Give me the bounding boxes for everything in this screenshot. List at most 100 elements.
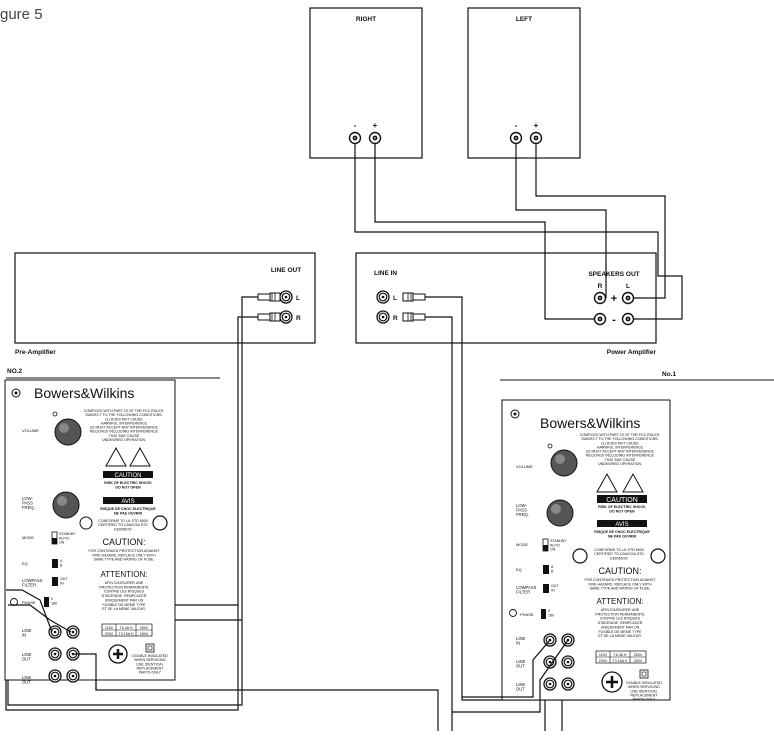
sub2-avis-title: AVIS: [121, 499, 134, 505]
sub2-etl-logo-icon-2: [152, 515, 168, 531]
speaker-right: RIGHT - +: [309, 7, 423, 159]
cable-overlays: [6, 589, 569, 713]
speakers-out-r-label: R: [598, 283, 603, 290]
sub2-eq-switch[interactable]: [52, 559, 58, 568]
sub1-link-out-r-jack[interactable]: [561, 677, 575, 691]
sub2-phase-label: PHASE: [22, 600, 36, 605]
sub2-double-insulated-icon: [145, 643, 155, 653]
sub2-caution2-title: CAUTION:: [102, 537, 145, 547]
speakers-out-l-plus-terminal: [621, 291, 635, 305]
sub1-volume-knob[interactable]: [550, 449, 578, 477]
preamp-line-out-label: LINE OUT: [271, 267, 301, 274]
sub1-volume-label: VOLUME: [516, 464, 533, 469]
speaker-right-minus-terminal: [348, 131, 362, 145]
sub1-fuse-holder[interactable]: [601, 671, 623, 693]
wire-right-minus: [354, 144, 683, 320]
sub2-volume-knob[interactable]: [54, 418, 82, 446]
poweramp-in-r-plug: [402, 312, 426, 322]
sub2-brand: Bowers&Wilkins: [34, 385, 134, 401]
sub1-avis-box: [597, 520, 647, 527]
poweramp-in-r-jack: [376, 310, 390, 324]
sub1-caution-box: [597, 495, 647, 503]
preamp-out-r-jack: [279, 310, 293, 324]
sub2-link-out-l-jack[interactable]: [48, 669, 62, 683]
figure-label: gure 5: [0, 6, 43, 23]
sub2-etl-logo-icon: [79, 516, 93, 530]
sub1-phase-switch[interactable]: [541, 609, 546, 619]
sub2-fuse-r2c2: T3.15A H: [119, 632, 134, 636]
sub1-mode-label: MODE: [516, 542, 528, 547]
speakers-out-plus-label: +: [611, 293, 617, 305]
speaker-right-label: RIGHT: [356, 16, 376, 23]
sub1-caution2-title: CAUTION:: [598, 566, 641, 576]
sub2-lowpass-knob[interactable]: [52, 491, 80, 519]
preamp-out-r-plug: [257, 312, 281, 322]
sub2-warning-icons: [105, 446, 151, 467]
sub2-line-in-r-jack[interactable]: [66, 625, 80, 639]
sub1-fuse-r1c2: T6.3A H: [614, 653, 627, 657]
speakers-out-l-minus-terminal: [621, 312, 635, 326]
speaker-right-minus-label: -: [354, 121, 357, 130]
wire-right-plus: [374, 144, 594, 320]
sub2-caution-title: CAUTION: [115, 473, 142, 479]
sub1-fuse-r2c3: 250V: [634, 659, 643, 663]
sub2-link-out-r-jack[interactable]: [66, 669, 80, 683]
sub2-fuse-holder[interactable]: [108, 644, 128, 664]
sub2-phase-switch[interactable]: [44, 597, 49, 607]
preamp-ch-r-label: R: [296, 315, 301, 322]
sub1-screw-icon: [510, 409, 520, 419]
sub1-caution-title: CAUTION: [606, 497, 638, 504]
sub1-filter-switch[interactable]: [543, 584, 549, 593]
sub1-link-out-l-jack[interactable]: [543, 677, 557, 691]
preamp-out-l-plug: [257, 292, 281, 302]
sub2-mode-label: MODE: [22, 535, 34, 540]
sub2-fcc-text: COMPLIES WITH PART 15 OF THE FCC RULES.S…: [84, 409, 164, 442]
sub1-double-insulated-icon: [639, 669, 649, 679]
sub2-attention-title: ATTENTION:: [101, 570, 148, 579]
sub1-phase-label: PHASE: [520, 612, 534, 617]
sub2-line-out-l-jack[interactable]: [48, 647, 62, 661]
sub2-fuse-r1c2: T6.3A H: [120, 626, 133, 630]
poweramp-label: Power Amplifier: [607, 349, 657, 356]
sub1-etl-logo-icon-2: [650, 548, 666, 564]
sub1-attention-title: ATTENTION:: [597, 597, 644, 606]
sub2-filter-switch[interactable]: [52, 577, 58, 586]
poweramp-in-l-label: L: [393, 295, 397, 302]
sub1-line-out-r-jack[interactable]: [561, 655, 575, 669]
speaker-left-plus-label: +: [534, 121, 539, 130]
sub2-eq-label: EQ: [22, 561, 28, 566]
speaker-right-plus-terminal: [368, 131, 382, 145]
poweramp-in-l-jack: [376, 290, 390, 304]
sub1-fuse-r1c1: 115V: [599, 653, 608, 657]
sub1-fuse-table: 115V T6.3A H 250V 230V T3.15A H 250V: [595, 650, 647, 664]
sub1-eq-switch[interactable]: [543, 565, 549, 574]
sub2-screw-icon: [11, 388, 21, 398]
speaker-right-plus-label: +: [373, 121, 378, 130]
speakers-out-minus-label: -: [612, 314, 616, 326]
sub1-lowpass-knob[interactable]: [546, 499, 574, 527]
sub1-warning-icons: [596, 472, 644, 493]
sub1-fuse-r2c1: 230V: [599, 659, 608, 663]
speaker-left-label: LEFT: [516, 16, 532, 23]
cable-poweramp-r: [425, 316, 453, 736]
